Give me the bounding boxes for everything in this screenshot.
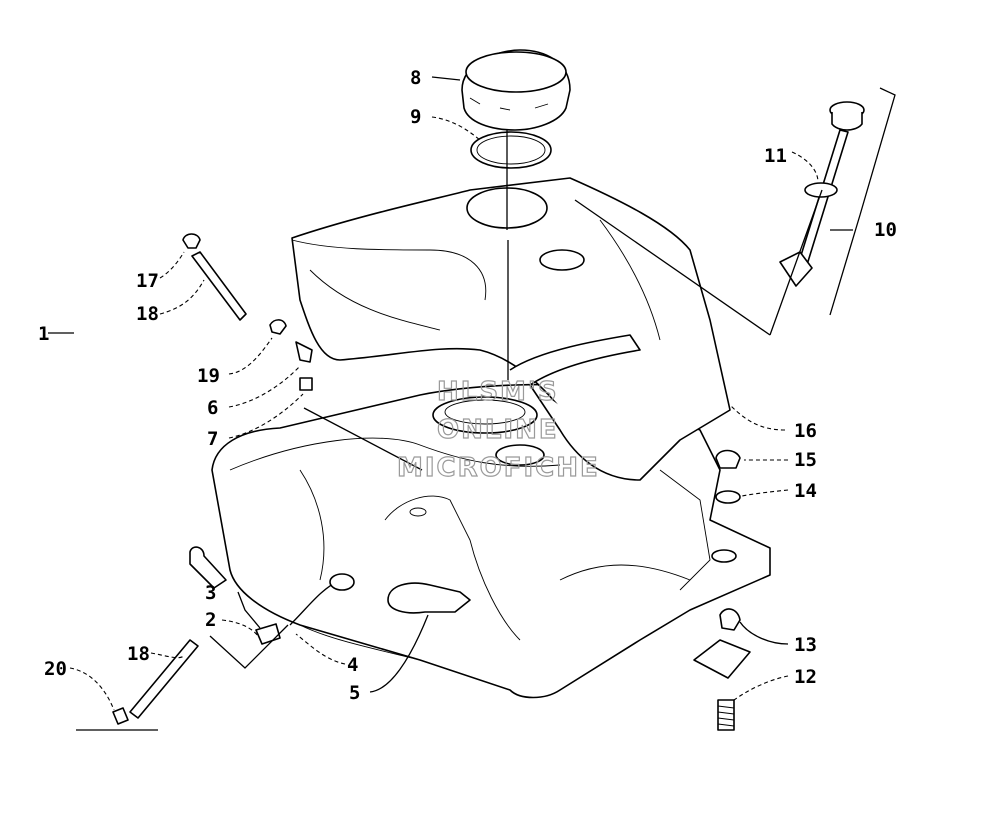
callout-15: 15 — [794, 449, 817, 471]
callout-1: 1 — [38, 323, 49, 345]
watermark: HLSM'S ONLINE MICROFICHE — [396, 376, 600, 483]
callout-20: 20 — [44, 658, 67, 680]
callout-16: 16 — [794, 420, 817, 442]
callout-6: 6 — [207, 397, 218, 419]
rubber-bumper — [719, 608, 741, 631]
washer — [715, 490, 741, 504]
callout-17: 17 — [136, 270, 159, 292]
fuel-cap — [461, 49, 571, 131]
tank-shroud — [291, 177, 731, 481]
watermark-line-2: ONLINE — [437, 415, 559, 445]
callout-12: 12 — [794, 666, 817, 688]
callout-18b: 18 — [127, 643, 150, 665]
callout-5: 5 — [349, 682, 360, 704]
nut — [715, 449, 741, 469]
callout-18a: 18 — [136, 303, 159, 325]
fuel-gauge — [779, 101, 865, 287]
watermark-line-3: MICROFICHE — [397, 453, 600, 483]
callout-4: 4 — [347, 654, 358, 676]
callout-8: 8 — [410, 67, 421, 89]
callout-10: 10 — [874, 219, 897, 241]
watermark-line-1: HLSM'S — [437, 377, 559, 407]
callout-7: 7 — [207, 428, 218, 450]
callout-2: 2 — [205, 609, 216, 631]
mount-pad — [693, 639, 751, 679]
gauge-o-ring — [804, 182, 838, 198]
leader-lines — [48, 76, 896, 731]
callout-labels: 1 2 3 4 5 6 7 8 9 10 11 12 13 14 15 16 1… — [38, 67, 897, 704]
callout-19: 19 — [197, 365, 220, 387]
callout-11: 11 — [764, 145, 787, 167]
callout-9: 9 — [410, 106, 421, 128]
callout-14: 14 — [794, 480, 817, 502]
callout-13: 13 — [794, 634, 817, 656]
callout-3: 3 — [205, 582, 216, 604]
o-ring — [470, 131, 552, 169]
fuel-lines — [112, 233, 471, 725]
